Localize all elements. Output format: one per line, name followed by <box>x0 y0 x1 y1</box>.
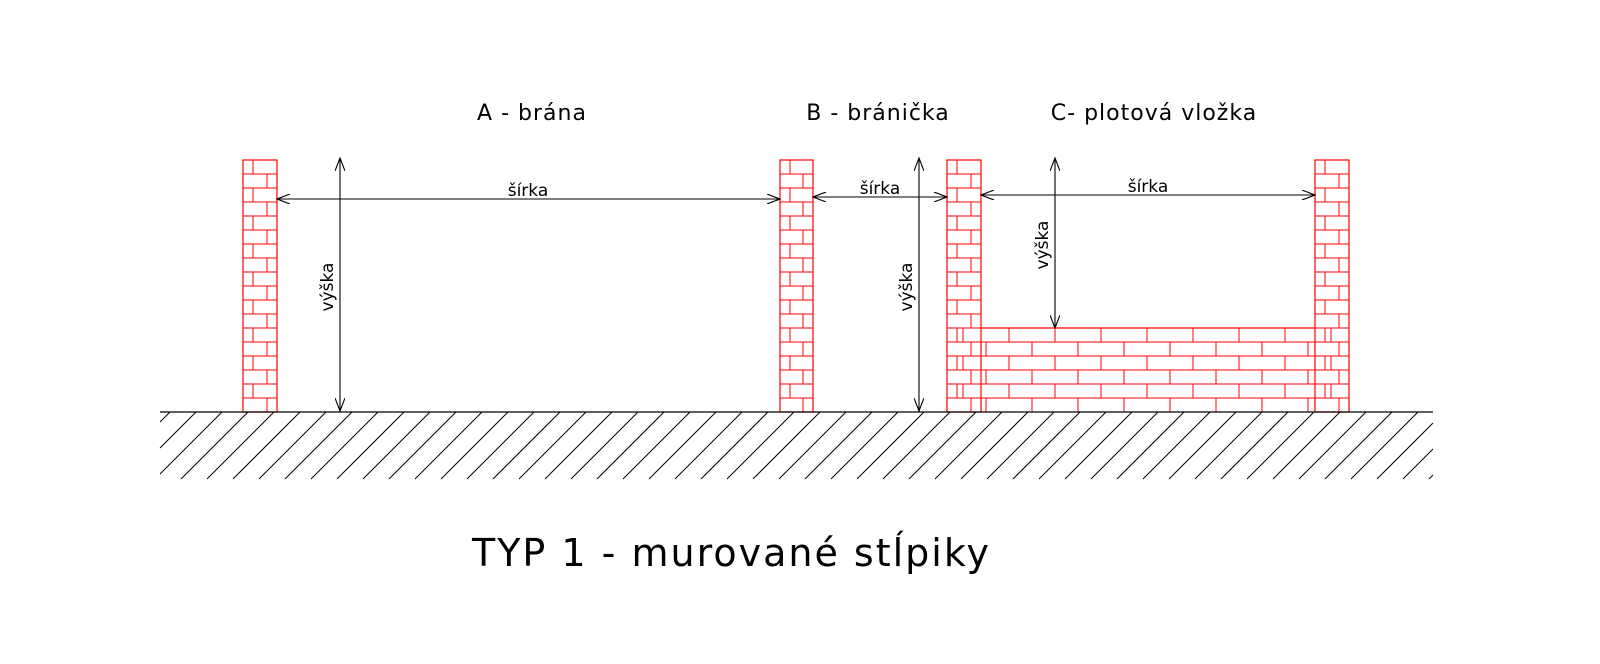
hatch-line <box>1194 411 1263 480</box>
hatch-line <box>934 411 1003 480</box>
hatch-line <box>856 411 925 480</box>
hatch-line <box>700 411 769 480</box>
hatch-line <box>159 411 223 475</box>
dimension-height-a: výška <box>318 158 340 411</box>
hatch-line <box>596 411 665 480</box>
hatch-line <box>830 411 899 480</box>
hatch-line <box>908 411 977 480</box>
dimension-width-b: šírka <box>813 179 947 199</box>
brick-pier-c-left <box>946 159 982 413</box>
hatch-line <box>882 411 951 480</box>
label-c-fence-panel: C- plotová vložka <box>1051 101 1257 126</box>
hatch-line <box>180 411 249 480</box>
hatch-line <box>1246 411 1315 480</box>
hatch-line <box>1168 411 1237 480</box>
hatch-line <box>1428 474 1434 480</box>
hatch-line <box>1090 411 1159 480</box>
hatch-line <box>1116 411 1185 480</box>
dimension-width-c: šírka <box>981 177 1315 197</box>
hatch-line <box>1038 411 1107 480</box>
hatch-line <box>752 411 821 480</box>
brick-wall-c <box>947 327 1349 412</box>
hatch-line <box>492 411 561 480</box>
dimension-height-c: výška <box>1033 158 1055 328</box>
hatch-line <box>284 411 353 480</box>
hatch-line <box>310 411 379 480</box>
dimension-height-a-label: výška <box>318 263 338 312</box>
hatch-line <box>362 411 431 480</box>
ground <box>159 411 1434 480</box>
dimension-height-b-label: výška <box>897 263 917 312</box>
hatch-line <box>674 411 743 480</box>
label-b-wicket: B - bránička <box>806 101 950 126</box>
hatch-line <box>414 411 483 480</box>
hatch-line <box>336 411 405 480</box>
hatch-line <box>232 411 301 480</box>
hatch-line <box>1376 422 1434 480</box>
dimension-height-c-label: výška <box>1033 221 1053 270</box>
hatch-line <box>159 411 197 449</box>
dimension-width-b-label: šírka <box>860 179 901 199</box>
hatch-line <box>622 411 691 480</box>
hatch-line <box>1012 411 1081 480</box>
hatch-line <box>1220 411 1289 480</box>
hatch-line <box>466 411 535 480</box>
hatch-line <box>518 411 587 480</box>
brick-pier-a-left <box>242 159 278 413</box>
hatch-line <box>1272 411 1341 480</box>
hatch-line <box>388 411 457 480</box>
brick-pier-a-right <box>779 159 814 413</box>
hatch-line <box>570 411 639 480</box>
dimension-width-c-label: šírka <box>1128 177 1169 197</box>
hatch-line <box>1350 411 1419 480</box>
hatch-line <box>1402 448 1434 480</box>
hatch-line <box>1064 411 1133 480</box>
dimension-width-a: šírka <box>277 181 780 201</box>
hatch-line <box>726 411 795 480</box>
hatch-line <box>258 411 327 480</box>
hatch-line <box>159 411 171 423</box>
label-a-gate: A - brána <box>477 101 587 126</box>
dimension-height-b: výška <box>897 158 919 411</box>
hatch-line <box>544 411 613 480</box>
brick-pier-c-right <box>1314 159 1350 413</box>
ground-hatching <box>159 411 1434 480</box>
hatch-line <box>648 411 717 480</box>
hatch-line <box>206 411 275 480</box>
hatch-line <box>778 411 847 480</box>
hatch-line <box>440 411 509 480</box>
hatch-line <box>986 411 1055 480</box>
hatch-line <box>1142 411 1211 480</box>
dimension-width-a-label: šírka <box>508 181 549 201</box>
hatch-line <box>1298 411 1367 480</box>
hatch-line <box>1324 411 1393 480</box>
hatch-line <box>804 411 873 480</box>
drawing-title: TYP 1 - murované stĺpiky <box>471 531 991 575</box>
hatch-line <box>960 411 1029 480</box>
brick-elements <box>242 159 1350 413</box>
